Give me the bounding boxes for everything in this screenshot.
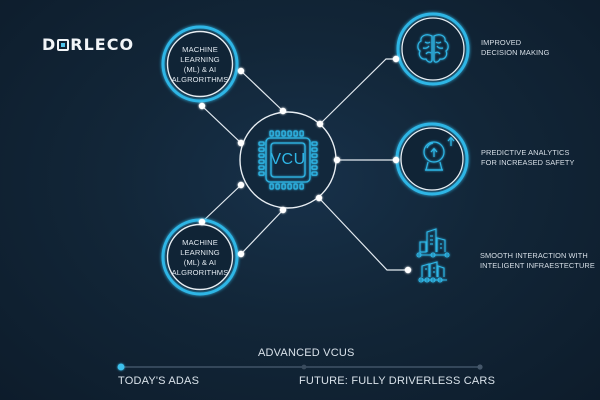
predictive-analytics-node (395, 122, 469, 196)
junction-dot (392, 55, 400, 63)
brain-icon (417, 34, 449, 63)
junction-dot (237, 67, 245, 75)
junction-dot (237, 250, 245, 258)
label-line: IMPROVED (481, 38, 522, 47)
timeline-mid-dot (301, 364, 307, 370)
predictive-analytics-label: PREDICTIVE ANALYTICS FOR INCREASED SAFET… (481, 148, 575, 168)
ml-ai-node-bottom (161, 218, 239, 296)
label-line: INTELIGENT INFRAESTECTURE (480, 261, 595, 270)
logo-text-suffix: RLECO (70, 35, 135, 54)
ml-ai-node-top-text: MACHINE LEARNING (ML) & AI ALGRORITHMS (168, 45, 232, 85)
ml-ai-node-bottom-text: MACHINE LEARNING (ML) & AI ALGRORITHMS (168, 238, 232, 278)
connector-line (319, 58, 396, 125)
connector-line (318, 197, 408, 271)
node-text-line: LEARNING (180, 248, 220, 257)
junction-dot (404, 266, 412, 274)
vcu-label: VCU (270, 151, 306, 168)
improved-decision-label: IMPROVED DECISION MAKING (481, 38, 549, 58)
junction-dot (316, 120, 324, 128)
connector-line (240, 70, 284, 112)
junction-dot (315, 194, 323, 202)
junction-dot (279, 206, 287, 214)
junction-dot (237, 139, 245, 147)
node-text-line: ALGRORITHMS (171, 75, 229, 84)
dorleco-logo: D RLECO (42, 35, 134, 54)
junction-dot (237, 181, 245, 189)
node-text-line: (ML) & AI (183, 65, 217, 74)
label-line: FOR INCREASED SAFETY (481, 158, 575, 167)
timeline-track (117, 363, 483, 371)
node-text-line: (ML) & AI (183, 258, 217, 267)
logo-text-prefix: D (42, 35, 57, 54)
microchip-icon (258, 130, 318, 190)
junction-dot (279, 107, 287, 115)
junction-dot (392, 156, 400, 164)
connector-line (201, 184, 242, 223)
smart-city-icon (416, 228, 450, 283)
node-text-line: ALGRORITHMS (171, 268, 229, 277)
connector-line (201, 105, 242, 144)
junction-dots (198, 55, 412, 274)
junction-dot (333, 156, 341, 164)
timeline-start-label: TODAY'S ADAS (118, 375, 200, 387)
node-text-line: LEARNING (180, 55, 220, 64)
timeline-start-dot (117, 363, 125, 371)
timeline-end-label: FUTURE: FULLY DRIVERLESS CARS (299, 375, 496, 387)
ml-ai-node-top (161, 25, 239, 103)
junction-dot (198, 102, 206, 110)
timeline-end-dot (477, 364, 483, 370)
label-line: DECISION MAKING (481, 48, 550, 57)
junction-dot (198, 218, 206, 226)
connector-line (240, 209, 284, 255)
label-line: SMOOTH INTERACTION WITH (480, 251, 588, 260)
node-text-line: MACHINE (182, 45, 218, 54)
smart-infrastructure-label: SMOOTH INTERACTION WITH INTELIGENT INFRA… (480, 251, 595, 271)
chip-icon (57, 39, 70, 51)
node-text-line: MACHINE (182, 238, 218, 247)
connection-lines (201, 58, 408, 271)
improved-decision-node (396, 12, 470, 86)
crystal-ball-icon (423, 136, 455, 171)
label-line: PREDICTIVE ANALYTICS (481, 148, 570, 157)
timeline-middle-label: ADVANCED VCUS (258, 347, 355, 359)
